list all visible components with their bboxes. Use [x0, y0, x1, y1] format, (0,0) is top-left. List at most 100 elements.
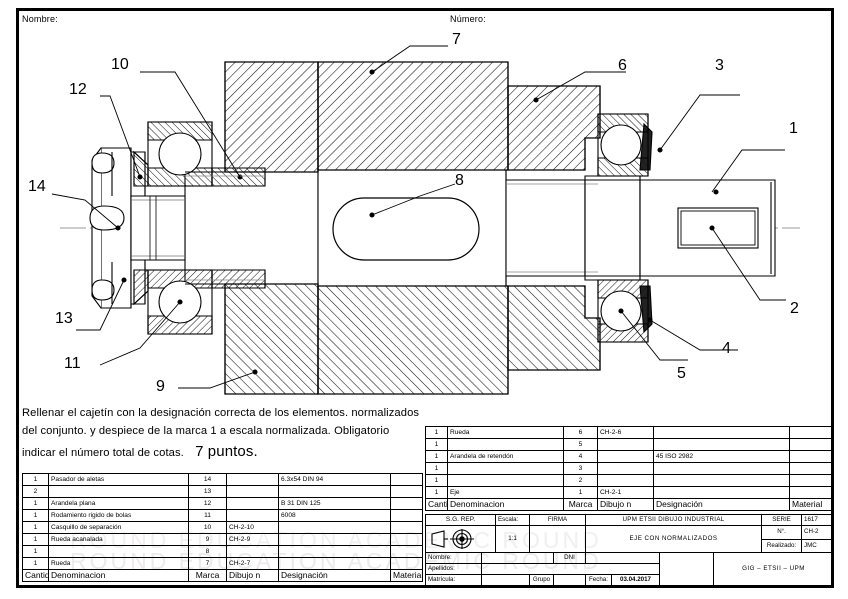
table-row[interactable]: 1 Rueda acanalada 9 CH-2-9 [22, 533, 423, 546]
cell-cantidad: 1 [425, 438, 448, 451]
header-cantidad: Cantid. [22, 569, 49, 582]
cell-denominacion [48, 545, 189, 558]
spacer-cell [659, 552, 714, 586]
serie-value: 1617 [801, 514, 835, 526]
apellidos-field[interactable] [481, 563, 660, 575]
realizado-value: JMC [801, 538, 835, 553]
title-row-matricula: Matrícula: Grupo Fecha: 03.04.2017 [425, 574, 834, 586]
table-row[interactable]: 1 Casquillo de separación 10 CH-2-10 [22, 521, 423, 534]
cell-denominacion: Arandela plana [48, 497, 189, 510]
cell-denominacion: Rueda [48, 557, 189, 570]
firma-label: FIRMA [529, 514, 586, 526]
note-line-1: Rellenar el cajetín con la designación c… [22, 407, 420, 419]
cell-material [789, 462, 834, 475]
header-designacion: Designación [278, 569, 391, 582]
first-angle-projection-icon [431, 529, 474, 549]
grupo-field[interactable] [553, 574, 586, 586]
cell-dibujo: CH-2-7 [226, 557, 279, 570]
balloon-6: 6 [618, 57, 627, 74]
cell-marca: 11 [188, 509, 227, 522]
sg-rep-label: S.G. REP. [425, 514, 496, 526]
drawing-title: EJE CON NORMALIZADOS [584, 525, 763, 553]
title-row-main: 1:1 EJE CON NORMALIZADOS N°. CH-2 [425, 525, 835, 553]
header-dibujo: Dibujo n [597, 498, 654, 511]
balloon-7: 7 [452, 31, 461, 48]
cell-marca: 6 [563, 426, 598, 439]
table-row[interactable]: 1 Rodamiento rigido de bolas 11 6008 [22, 509, 423, 522]
cell-material [789, 438, 834, 451]
header-marca: Marca [188, 569, 227, 582]
cell-marca: 7 [188, 557, 227, 570]
cell-designacion [653, 462, 790, 475]
cell-dibujo: CH-2-9 [226, 533, 279, 546]
nombre-field[interactable] [481, 552, 554, 564]
cell-material [390, 521, 423, 534]
header-denominacion: Denominacion [447, 498, 564, 511]
header-denominacion: Denominacion [48, 569, 189, 582]
cell-designacion [278, 521, 391, 534]
header-cantidad: Cantid. [425, 498, 448, 511]
balloon-2: 2 [790, 300, 799, 317]
cell-cantidad: 1 [22, 497, 49, 510]
fecha-label: Fecha: [585, 574, 612, 586]
cell-dibujo [226, 485, 279, 498]
balloon-14: 14 [28, 178, 46, 195]
cell-denominacion [447, 438, 564, 451]
cell-designacion [653, 426, 790, 439]
cell-material [789, 450, 834, 463]
header-material: Material [789, 498, 834, 511]
header-marca: Marca [563, 498, 598, 511]
fecha-value: 03.04.2017 [611, 574, 660, 586]
cell-designacion: 6.3x54 DIN 94 [278, 473, 391, 486]
cell-designacion [653, 438, 790, 451]
cell-marca: 13 [188, 485, 227, 498]
dni-field[interactable] [585, 552, 660, 564]
cell-designacion [278, 485, 391, 498]
cell-cantidad: 1 [425, 474, 448, 487]
table-row[interactable]: 1 Rueda 6 CH-2-6 [425, 426, 834, 439]
cell-cantidad: 1 [425, 426, 448, 439]
projection-symbol-icon [425, 525, 496, 553]
balloon-3: 3 [715, 57, 724, 74]
cell-cantidad: 1 [22, 545, 49, 558]
cell-dibujo [597, 438, 654, 451]
header-numero-label: Número: [450, 14, 486, 24]
title-row-top: S.G. REP. Escala: FIRMA UPM ETSII DIBUJO… [425, 514, 835, 526]
apellidos-label: Apellidos: [425, 563, 482, 575]
cell-dibujo: CH-2-6 [597, 426, 654, 439]
table-row[interactable]: 1 Pasador de aletas 14 6.3x54 DIN 94 [22, 473, 423, 486]
table-row[interactable]: 1 Eje 1 CH-2-1 [425, 486, 834, 499]
cell-material [390, 533, 423, 546]
cell-designacion: 6008 [278, 509, 391, 522]
table-row[interactable]: 1 3 [425, 462, 834, 475]
bom-table-right: 1 Rueda 6 CH-2-6 1 5 1 Arandela de reten… [425, 426, 834, 511]
table-row[interactable]: 1 Arandela de retendón 4 45 ISO 2982 [425, 450, 834, 463]
cell-dibujo [597, 474, 654, 487]
cell-marca: 2 [563, 474, 598, 487]
cell-cantidad: 1 [22, 509, 49, 522]
bom-table-left: 1 Pasador de aletas 14 6.3x54 DIN 94 2 1… [22, 473, 423, 582]
note-points: 7 puntos. [195, 443, 258, 460]
cell-material [390, 509, 423, 522]
sheet-border-inner [18, 10, 832, 586]
table-row[interactable]: 1 5 [425, 438, 834, 451]
dni-label: DNI [553, 552, 586, 564]
cell-dibujo [226, 545, 279, 558]
firma-field[interactable] [529, 525, 586, 553]
cell-designacion: B 31 DIN 125 [278, 497, 391, 510]
cell-designacion [653, 474, 790, 487]
bom-header-row-right: Cantid. Denominacion Marca Dibujo n Desi… [425, 498, 834, 511]
table-row[interactable]: 1 8 [22, 545, 423, 558]
matricula-field[interactable] [481, 574, 530, 586]
cell-dibujo: CH-2-1 [597, 486, 654, 499]
table-row[interactable]: 1 2 [425, 474, 834, 487]
header-designacion: Designación [653, 498, 790, 511]
balloon-12: 12 [69, 81, 87, 98]
cell-denominacion: Rueda acanalada [48, 533, 189, 546]
table-row[interactable]: 2 13 [22, 485, 423, 498]
table-row[interactable]: 1 Rueda 7 CH-2-7 [22, 557, 423, 570]
cell-marca: 1 [563, 486, 598, 499]
cell-dibujo: CH-2-10 [226, 521, 279, 534]
table-row[interactable]: 1 Arandela plana 12 B 31 DIN 125 [22, 497, 423, 510]
balloon-1: 1 [789, 120, 798, 137]
